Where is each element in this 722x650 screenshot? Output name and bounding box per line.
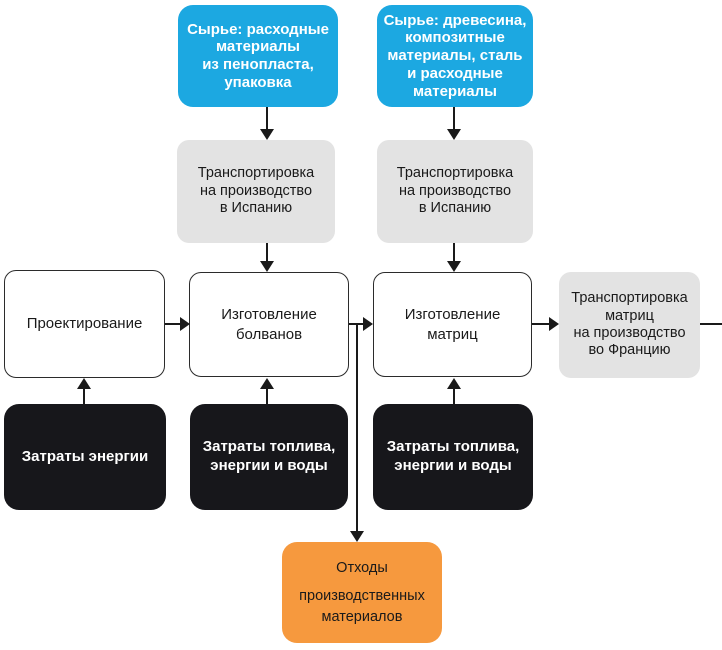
node-label: Изготовление болванов (221, 306, 317, 343)
node-transport-to-spain-1: Транспортировка на производство в Испани… (177, 140, 335, 243)
arrow-molds-to-transport-france (532, 323, 549, 325)
line-transport-france-exit (700, 323, 722, 325)
node-label: Затраты топлива, энергии и воды (386, 438, 520, 474)
node-energy-costs: Затраты энергии (4, 404, 166, 510)
arrowhead-down-icon (260, 261, 274, 272)
arrowhead-right-icon (363, 317, 373, 331)
arrow-transport-to-molds (453, 243, 455, 261)
node-label: Транспортировка на производство в Испани… (197, 165, 315, 217)
arrow-raw-foam-to-transport (266, 107, 268, 129)
node-design: Проектирование (4, 270, 165, 378)
node-label: Затраты топлива, энергии и воды (202, 438, 336, 474)
node-label: Изготовление матриц (404, 306, 501, 343)
arrowhead-down-icon (260, 129, 274, 140)
node-label: производственных материалов (299, 588, 425, 625)
node-fuel-energy-water-costs-1: Затраты топлива, энергии и воды (190, 404, 348, 510)
arrow-blanks-to-waste (356, 324, 358, 531)
arrowhead-down-icon (350, 531, 364, 542)
arrowhead-right-icon (549, 317, 559, 331)
arrow-design-to-blanks (165, 323, 180, 325)
node-label: Транспортировка на производство в Испани… (396, 165, 514, 217)
arrow-fuel2-to-molds (453, 389, 455, 404)
arrowhead-up-icon (447, 378, 461, 389)
arrow-fuel1-to-blanks (266, 389, 268, 404)
arrowhead-up-icon (260, 378, 274, 389)
arrow-transport-to-blanks (266, 243, 268, 261)
arrowhead-down-icon (447, 261, 461, 272)
arrow-raw-wood-to-transport (453, 107, 455, 129)
node-fuel-energy-water-costs-2: Затраты топлива, энергии и воды (373, 404, 533, 510)
node-blank-manufacturing: Изготовление болванов (189, 272, 349, 377)
node-transport-to-france: Транспортировка матриц на производство в… (559, 272, 700, 378)
arrowhead-right-icon (180, 317, 190, 331)
node-label: Сырье: древесина, композитные материалы,… (383, 11, 527, 100)
node-raw-materials-wood-steel: Сырье: древесина, композитные материалы,… (377, 5, 533, 107)
node-transport-to-spain-2: Транспортировка на производство в Испани… (377, 140, 533, 243)
node-label: Затраты энергии (21, 447, 149, 465)
node-label: Транспортировка матриц на производство в… (571, 290, 688, 359)
node-production-waste: Отходы производственных материалов (282, 542, 442, 643)
arrowhead-up-icon (77, 378, 91, 389)
node-label: Отходы (336, 560, 388, 577)
node-raw-materials-foam: Сырье: расходные материалы из пенопласта… (178, 5, 338, 107)
node-label: Проектирование (26, 315, 143, 333)
arrowhead-down-icon (447, 129, 461, 140)
node-mold-manufacturing: Изготовление матриц (373, 272, 532, 377)
arrow-energy-to-design (83, 389, 85, 404)
node-label: Сырье: расходные материалы из пенопласта… (187, 20, 329, 91)
